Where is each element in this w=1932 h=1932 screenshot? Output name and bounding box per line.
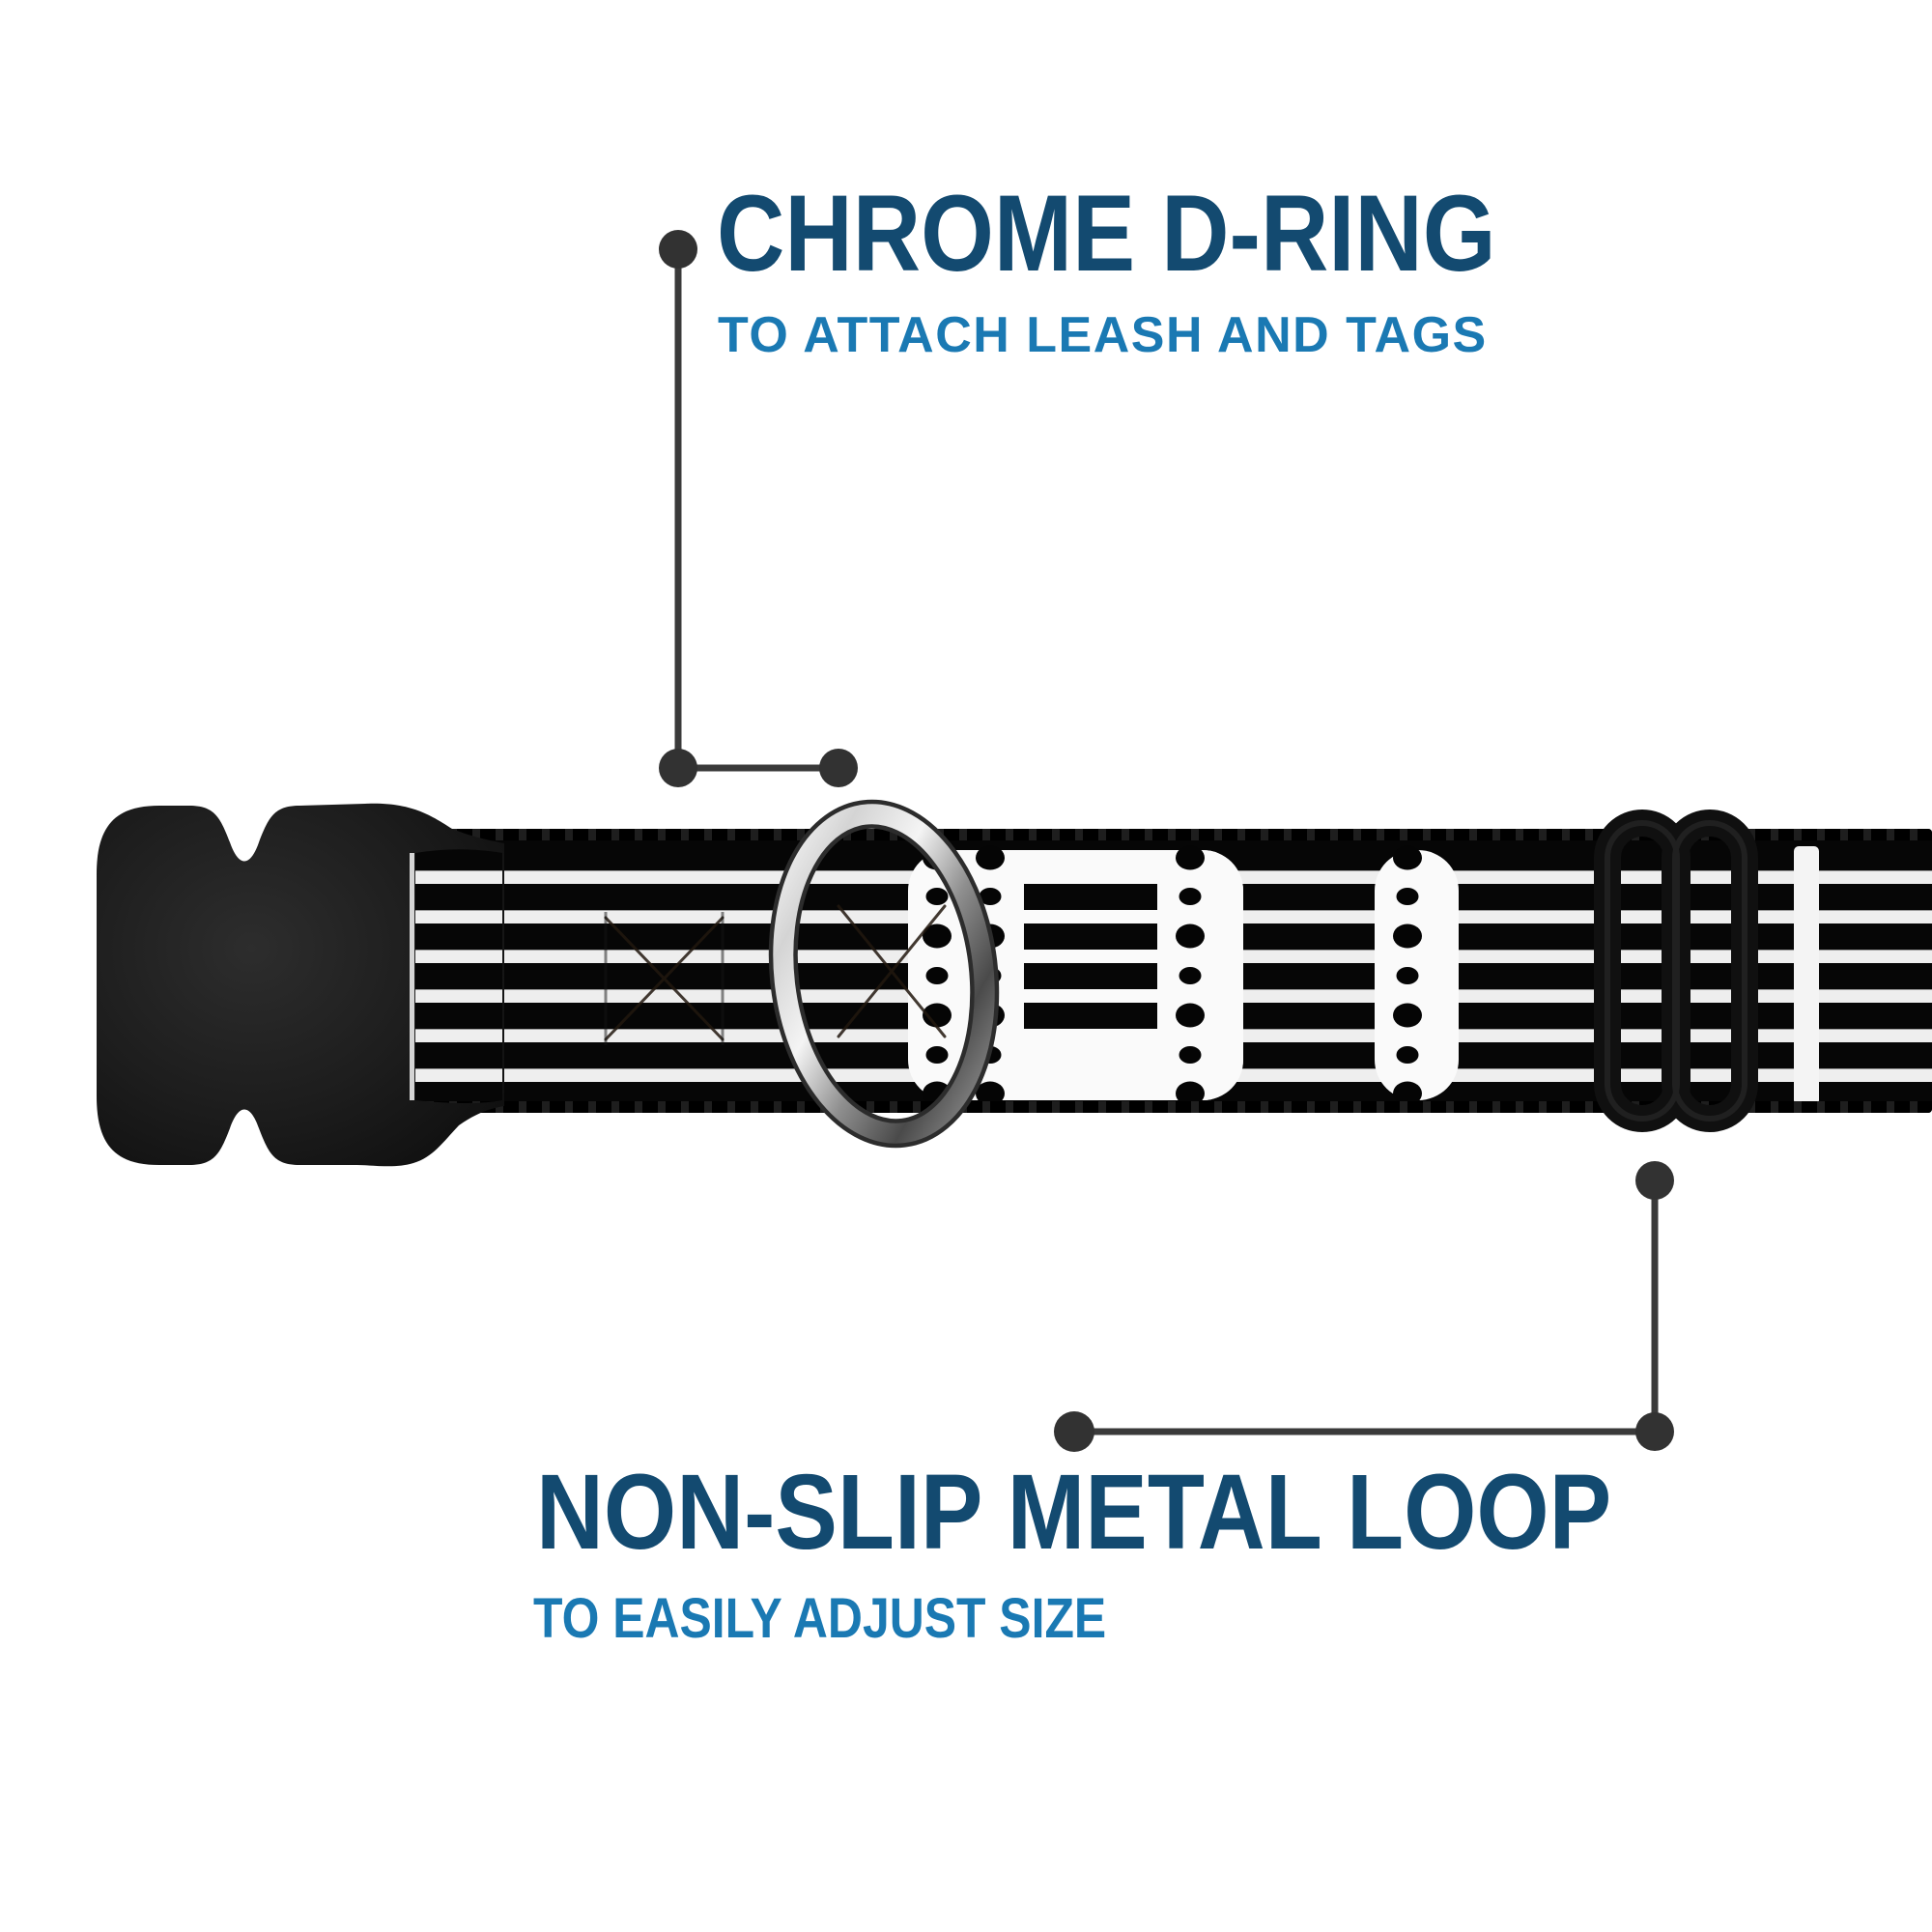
- webbing-woven-edge: [411, 1101, 1932, 1113]
- chrome-d-ring: [768, 799, 1000, 1149]
- webbing-gap: [1024, 923, 1157, 950]
- feature-title-d-ring: CHROME D-RING: [717, 173, 1496, 294]
- webbing-gap: [1024, 1003, 1157, 1029]
- webbing-woven-edge: [411, 829, 1932, 840]
- feature-subtitle-metal-loop: TO EASILY ADJUST SIZE: [533, 1587, 1107, 1650]
- buckle-window-highlight: [410, 853, 414, 1100]
- feature-subtitle-d-ring: TO ATTACH LEASH AND TAGS: [718, 307, 1488, 363]
- callout-bottom-metal-loop: [1054, 1161, 1674, 1452]
- webbing-gap: [1024, 963, 1157, 989]
- feature-title-metal-loop: NON-SLIP METAL LOOP: [536, 1453, 1612, 1572]
- side-release-buckle: [97, 803, 504, 1167]
- metal-loop-slider: [1594, 810, 1758, 1132]
- webbing-gap: [1024, 884, 1157, 910]
- string-cross-marks: [604, 904, 947, 1045]
- fret-bar-graphic: [1794, 846, 1819, 1105]
